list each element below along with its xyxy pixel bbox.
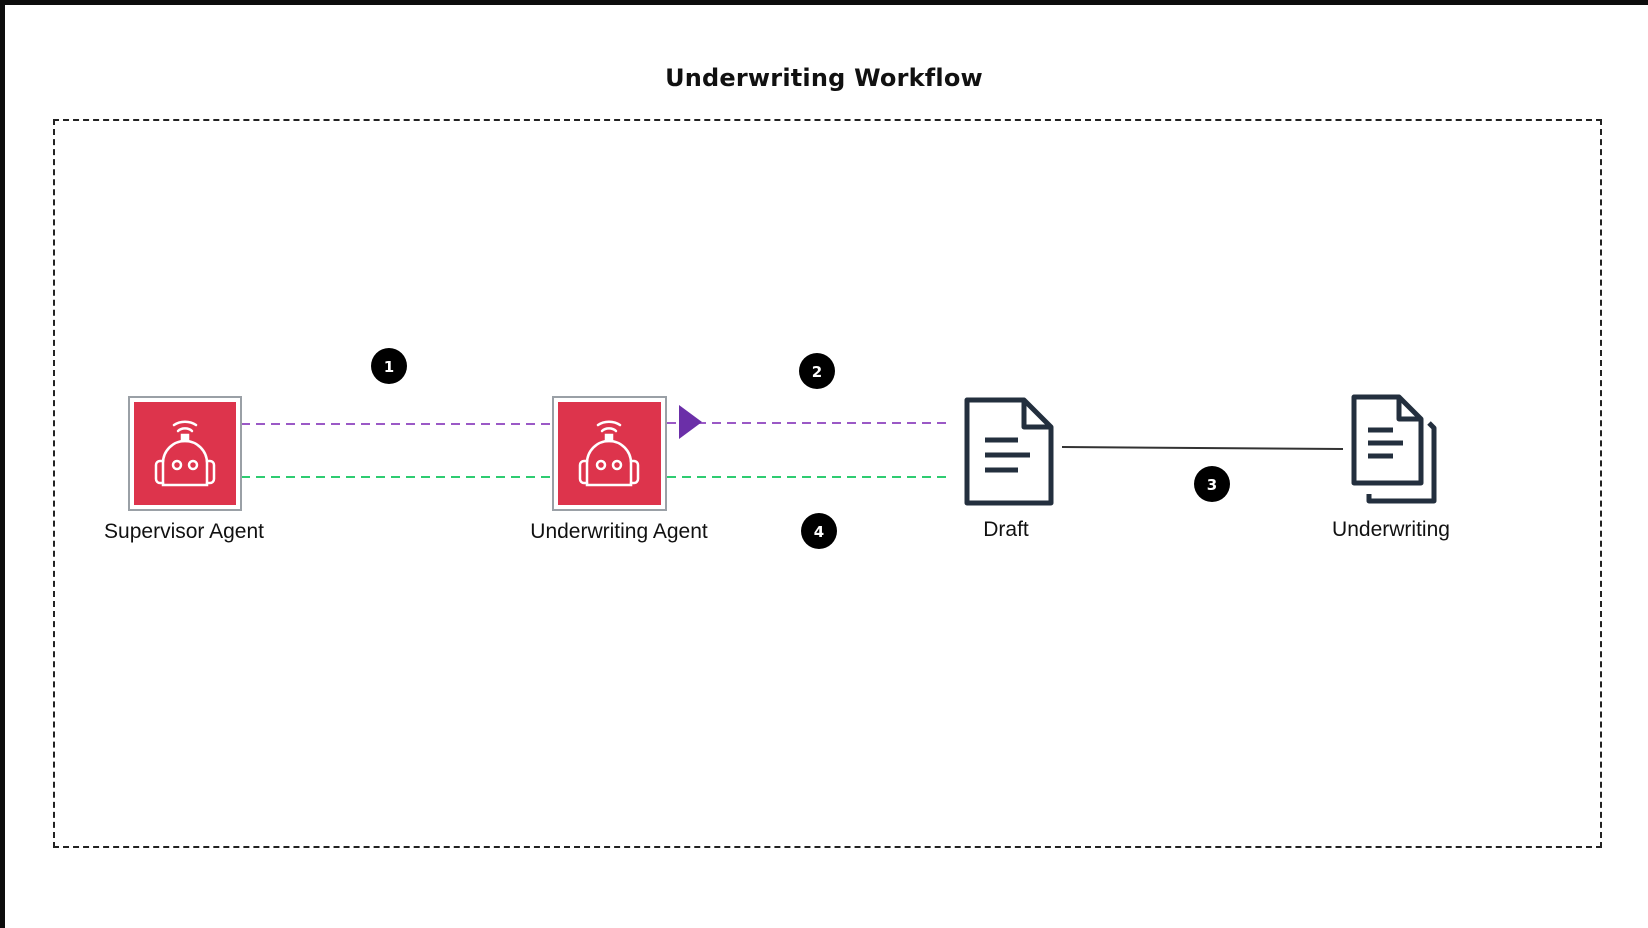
documents-stack-icon (1351, 394, 1437, 504)
underwriting-node[interactable] (1351, 394, 1437, 504)
window-frame-top (0, 0, 1648, 5)
svg-text:3: 3 (1207, 476, 1217, 494)
step-badge-3: 3 (1194, 466, 1230, 502)
underwriting-agent-node[interactable] (552, 396, 667, 511)
robot-agent-icon (154, 420, 216, 487)
document-icon (964, 397, 1054, 506)
step-badge-1: 1 (371, 348, 407, 384)
window-frame-left (0, 0, 5, 928)
svg-text:4: 4 (814, 523, 824, 541)
step-badge-2: 2 (799, 353, 835, 389)
step-badge-4: 4 (801, 513, 837, 549)
draft-node[interactable] (964, 397, 1054, 506)
svg-text:1: 1 (384, 358, 394, 376)
supervisor-agent-label: Supervisor Agent (104, 520, 264, 543)
workflow-boundary (53, 119, 1602, 848)
robot-agent-icon (578, 420, 640, 487)
arrowhead-triangle (679, 405, 702, 439)
edge-draft-to-underwriting (1061, 446, 1344, 450)
svg-text:2: 2 (812, 363, 822, 381)
supervisor-agent-node[interactable] (128, 396, 242, 511)
underwriting-agent-label: Underwriting Agent (530, 520, 708, 543)
draft-label: Draft (983, 518, 1029, 541)
underwriting-label: Underwriting (1332, 518, 1450, 541)
diagram-title: Underwriting Workflow (665, 64, 983, 92)
